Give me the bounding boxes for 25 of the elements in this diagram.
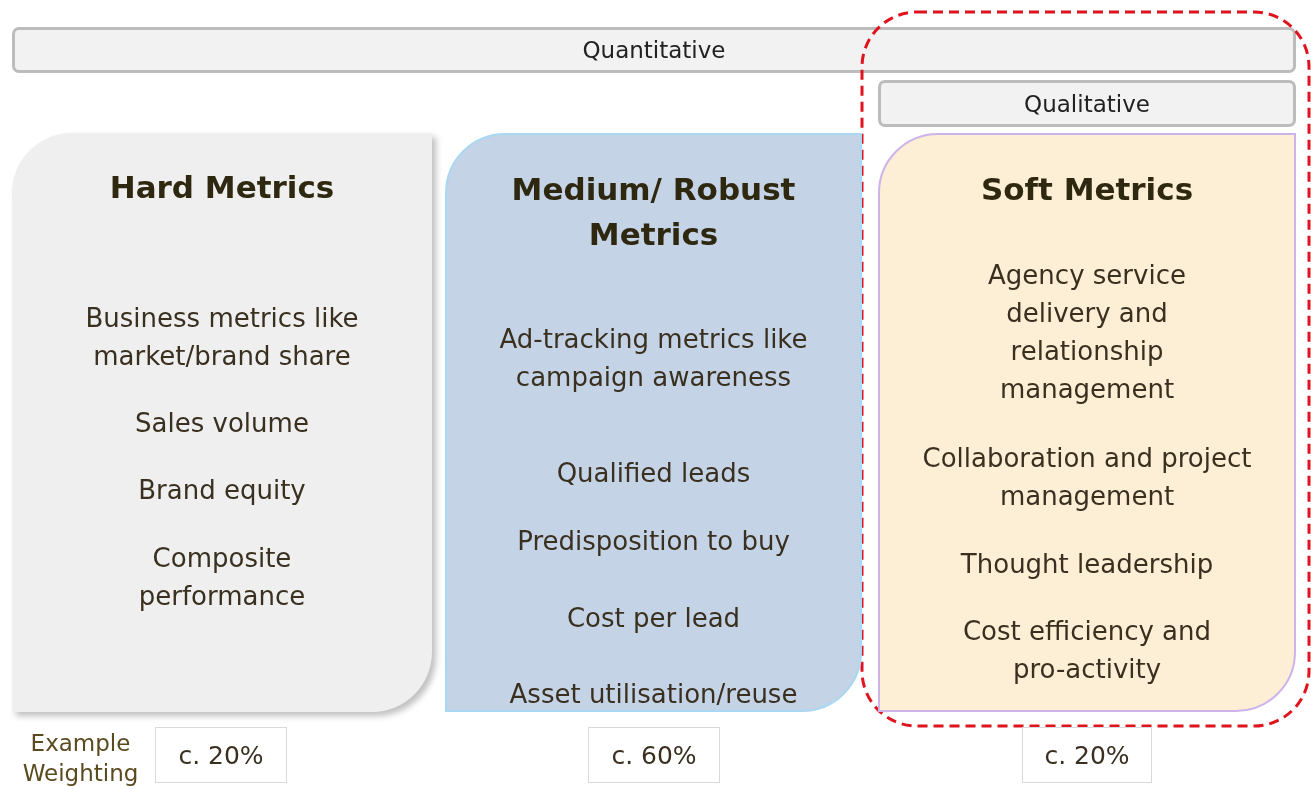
card-heading: Medium/ Robust Metrics [510, 170, 797, 254]
category-bar: Quantitative [12, 27, 1296, 73]
metric-card [878, 133, 1296, 712]
metric-item: Composite performance [137, 542, 307, 613]
weighting-box: c. 60% [588, 727, 720, 783]
metric-item: Agency service delivery and relationship management [987, 259, 1187, 406]
metric-item: Predisposition to buy [516, 525, 791, 558]
weighting-box: c. 20% [1022, 727, 1152, 783]
metric-card [445, 133, 862, 712]
weighting-box: c. 20% [155, 727, 287, 783]
metric-item: Brand equity [137, 474, 307, 507]
metric-item: Cost efficiency and pro-activity [961, 615, 1213, 686]
metric-item: Ad-tracking metrics like campaign awareness [498, 323, 809, 394]
metric-item: Cost per lead [565, 602, 742, 635]
metric-item: Sales volume [134, 407, 310, 440]
metric-item: Business metrics like market/brand share [84, 302, 360, 373]
metric-item: Collaboration and project management [921, 442, 1253, 513]
category-bar: Qualitative [878, 80, 1296, 127]
card-heading: Hard Metrics [108, 167, 336, 207]
card-heading: Soft Metrics [979, 169, 1195, 209]
metric-item: Asset utilisation/reuse [508, 678, 799, 711]
metric-item: Qualified leads [555, 457, 752, 490]
row-label: Example Weighting [21, 729, 140, 788]
metric-card [12, 133, 432, 712]
metric-item: Thought leadership [959, 548, 1215, 581]
